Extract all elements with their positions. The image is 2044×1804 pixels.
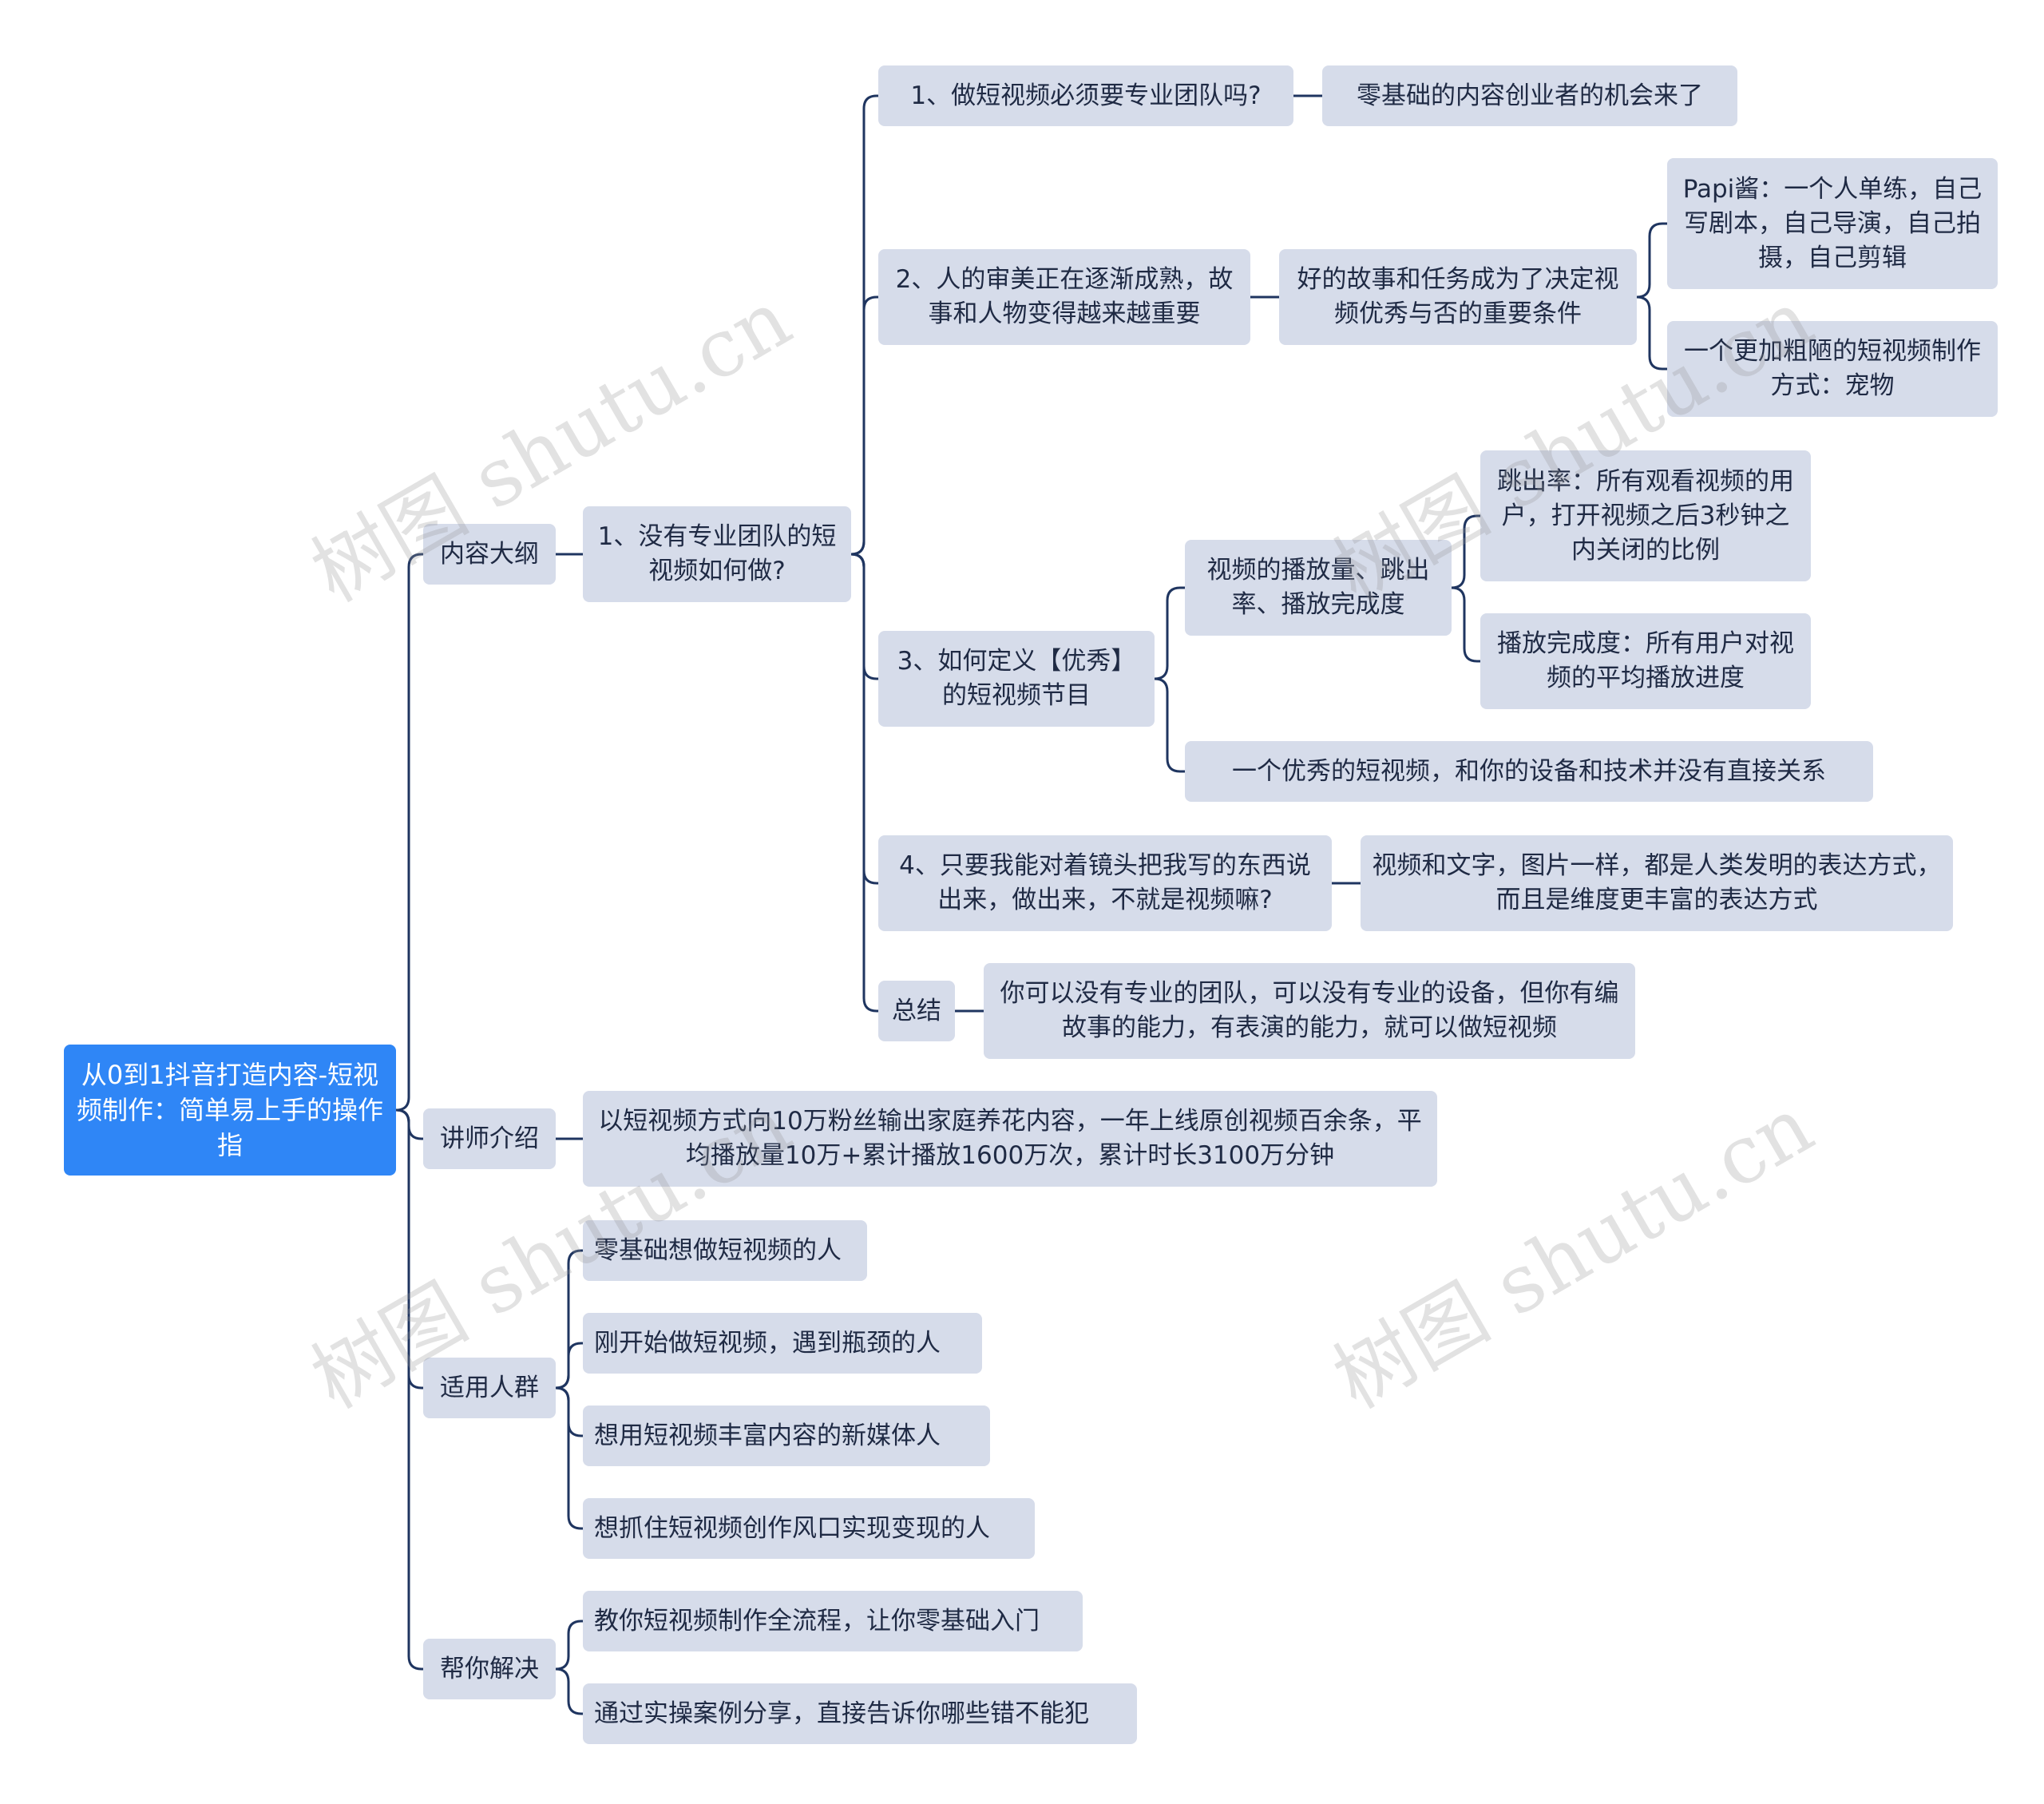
audience-item[interactable]: 想用短视频丰富内容的新媒体人 <box>583 1406 990 1466</box>
connector-line <box>555 1620 583 1671</box>
connector-line <box>555 1386 583 1530</box>
connector-line <box>395 1108 423 1671</box>
question-1[interactable]: 1、做短视频必须要专业团队吗? <box>878 65 1293 126</box>
summary-text[interactable]: 你可以没有专业的团队，可以没有专业的设备，但你有编故事的能力，有表演的能力，就可… <box>984 963 1635 1059</box>
metric-completion[interactable]: 播放完成度：所有用户对视频的平均播放进度 <box>1480 613 1811 709</box>
solve-item[interactable]: 教你短视频制作全流程，让你零基础入门 <box>583 1591 1083 1651</box>
question-1-answer[interactable]: 零基础的内容创业者的机会来了 <box>1322 65 1737 126</box>
outline-main-topic[interactable]: 1、没有专业团队的短视频如何做? <box>583 506 851 602</box>
question-4-answer[interactable]: 视频和文字，图片一样，都是人类发明的表达方式，而且是维度更丰富的表达方式 <box>1361 835 1953 931</box>
branch-lecturer[interactable]: 讲师介绍 <box>423 1108 556 1169</box>
lecturer-text[interactable]: 以短视频方式向10万粉丝输出家庭养花内容，一年上线原创视频百余条，平均播放量10… <box>583 1091 1437 1187</box>
root-node[interactable]: 从0到1抖音打造内容-短视频制作：简单易上手的操作指 <box>64 1045 396 1176</box>
metric-bounce-rate[interactable]: 跳出率：所有观看视频的用户，打开视频之后3秒钟之内关闭的比例 <box>1480 450 1811 581</box>
question-2-point[interactable]: 好的故事和任务成为了决定视频优秀与否的重要条件 <box>1279 249 1637 345</box>
audience-item[interactable]: 零基础想做短视频的人 <box>583 1220 867 1281</box>
question-2[interactable]: 2、人的审美正在逐渐成熟，故事和人物变得越来越重要 <box>878 249 1250 345</box>
question-4[interactable]: 4、只要我能对着镜头把我写的东西说出来，做出来，不就是视频嘛? <box>878 835 1332 931</box>
question-2-leaf[interactable]: Papi酱：一个人单练，自己写剧本，自己导演，自己拍摄，自己剪辑 <box>1667 158 1998 289</box>
audience-item[interactable]: 刚开始做短视频，遇到瓶颈的人 <box>583 1313 982 1374</box>
connector-line <box>1451 586 1480 663</box>
connector-line <box>555 1342 583 1390</box>
question-2-leaf[interactable]: 一个更加粗陋的短视频制作方式：宠物 <box>1667 321 1998 417</box>
connector-line <box>1636 222 1667 299</box>
connector-line <box>850 295 878 556</box>
question-3[interactable]: 3、如何定义【优秀】的短视频节目 <box>878 631 1155 727</box>
connector-line <box>1154 677 1185 773</box>
connector-line <box>1636 295 1667 371</box>
branch-solve[interactable]: 帮你解决 <box>423 1639 556 1699</box>
connector-line <box>1451 514 1480 589</box>
solve-item[interactable]: 通过实操案例分享，直接告诉你哪些错不能犯 <box>583 1683 1137 1744</box>
connector-line <box>850 553 878 1013</box>
branch-outline[interactable]: 内容大纲 <box>423 524 556 585</box>
audience-item[interactable]: 想抓住短视频创作风口实现变现的人 <box>583 1498 1035 1559</box>
summary[interactable]: 总结 <box>878 981 955 1041</box>
branch-audience[interactable]: 适用人群 <box>423 1358 556 1418</box>
question-3-note[interactable]: 一个优秀的短视频，和你的设备和技术并没有直接关系 <box>1185 741 1873 802</box>
connector-line <box>555 1667 583 1715</box>
question-3-metrics[interactable]: 视频的播放量、跳出率、播放完成度 <box>1185 540 1452 636</box>
connector-line <box>395 553 423 1112</box>
connector-line <box>1154 586 1185 680</box>
